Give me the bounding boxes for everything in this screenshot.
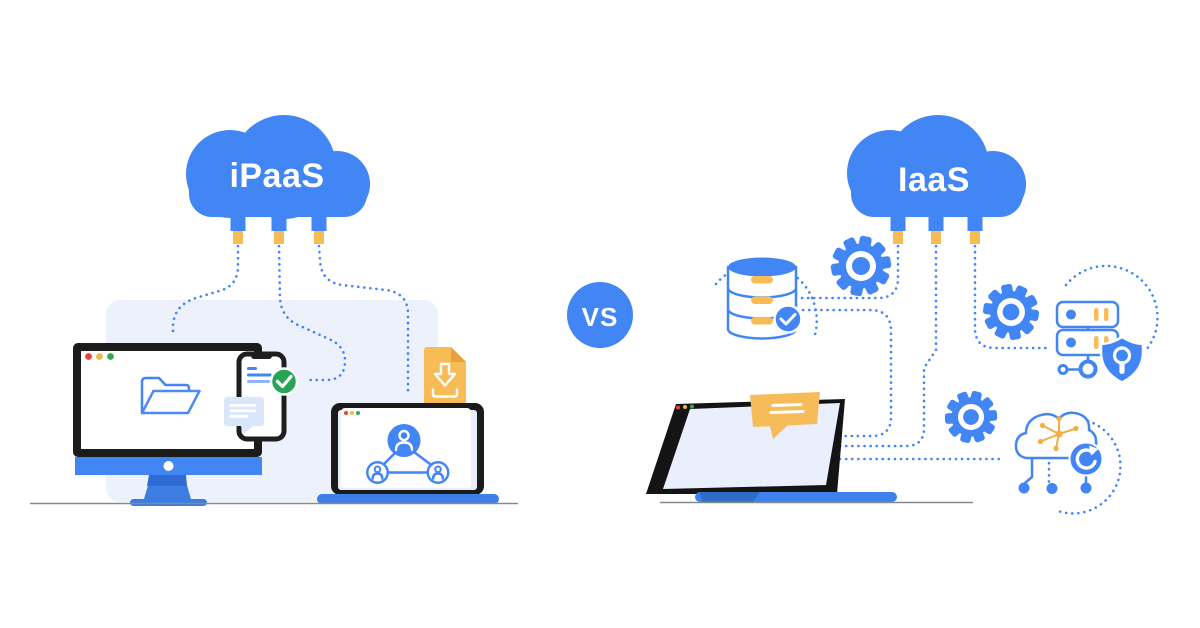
- ipaas-cloud-icon: [186, 115, 370, 219]
- ipaas-plug-connectors: [230, 217, 327, 244]
- cloud-network-icon: [1014, 411, 1104, 494]
- ipaas-label: iPaaS: [229, 157, 324, 195]
- gear-icon-2: [982, 283, 1040, 341]
- cloud-sync-dotted-ring: [1056, 419, 1122, 515]
- left-laptop: [317, 403, 499, 504]
- desktop-monitor: [73, 343, 262, 506]
- chat-bubble-icon: [224, 397, 264, 435]
- right-laptop: [646, 392, 897, 502]
- vs-badge: VS: [567, 282, 633, 348]
- left-dotted-connectors: [171, 244, 410, 393]
- speech-bubble-icon: [750, 392, 820, 439]
- phone-notch: [251, 352, 272, 359]
- laptop-window-dots: [344, 411, 360, 415]
- server-dotted-ring: [1064, 264, 1159, 352]
- open-folder-icon: [140, 376, 201, 415]
- database-icon: [726, 257, 803, 340]
- iaas-label: IaaS: [898, 161, 970, 199]
- user-network-icon: [366, 424, 450, 484]
- check-badge-icon: [269, 367, 299, 396]
- security-shield-icon: [1099, 335, 1145, 384]
- iaas-plug-connectors: [890, 217, 983, 244]
- database-check-badge: [773, 304, 803, 334]
- right-laptop-window-dots: [676, 404, 694, 410]
- gear-icon-1: [830, 235, 892, 297]
- monitor-window-dots: [85, 353, 114, 360]
- download-document-icon: [424, 347, 466, 410]
- vs-label: VS: [582, 302, 619, 332]
- iaas-cloud-icon: [847, 115, 1026, 217]
- sync-arrow-icon: [1068, 441, 1104, 477]
- gear-icon-3: [944, 390, 998, 444]
- network-hub-icon: [1037, 415, 1079, 452]
- monitor-camera-dot: [163, 461, 174, 471]
- monitor-base: [130, 499, 207, 506]
- laptop-base: [317, 494, 499, 504]
